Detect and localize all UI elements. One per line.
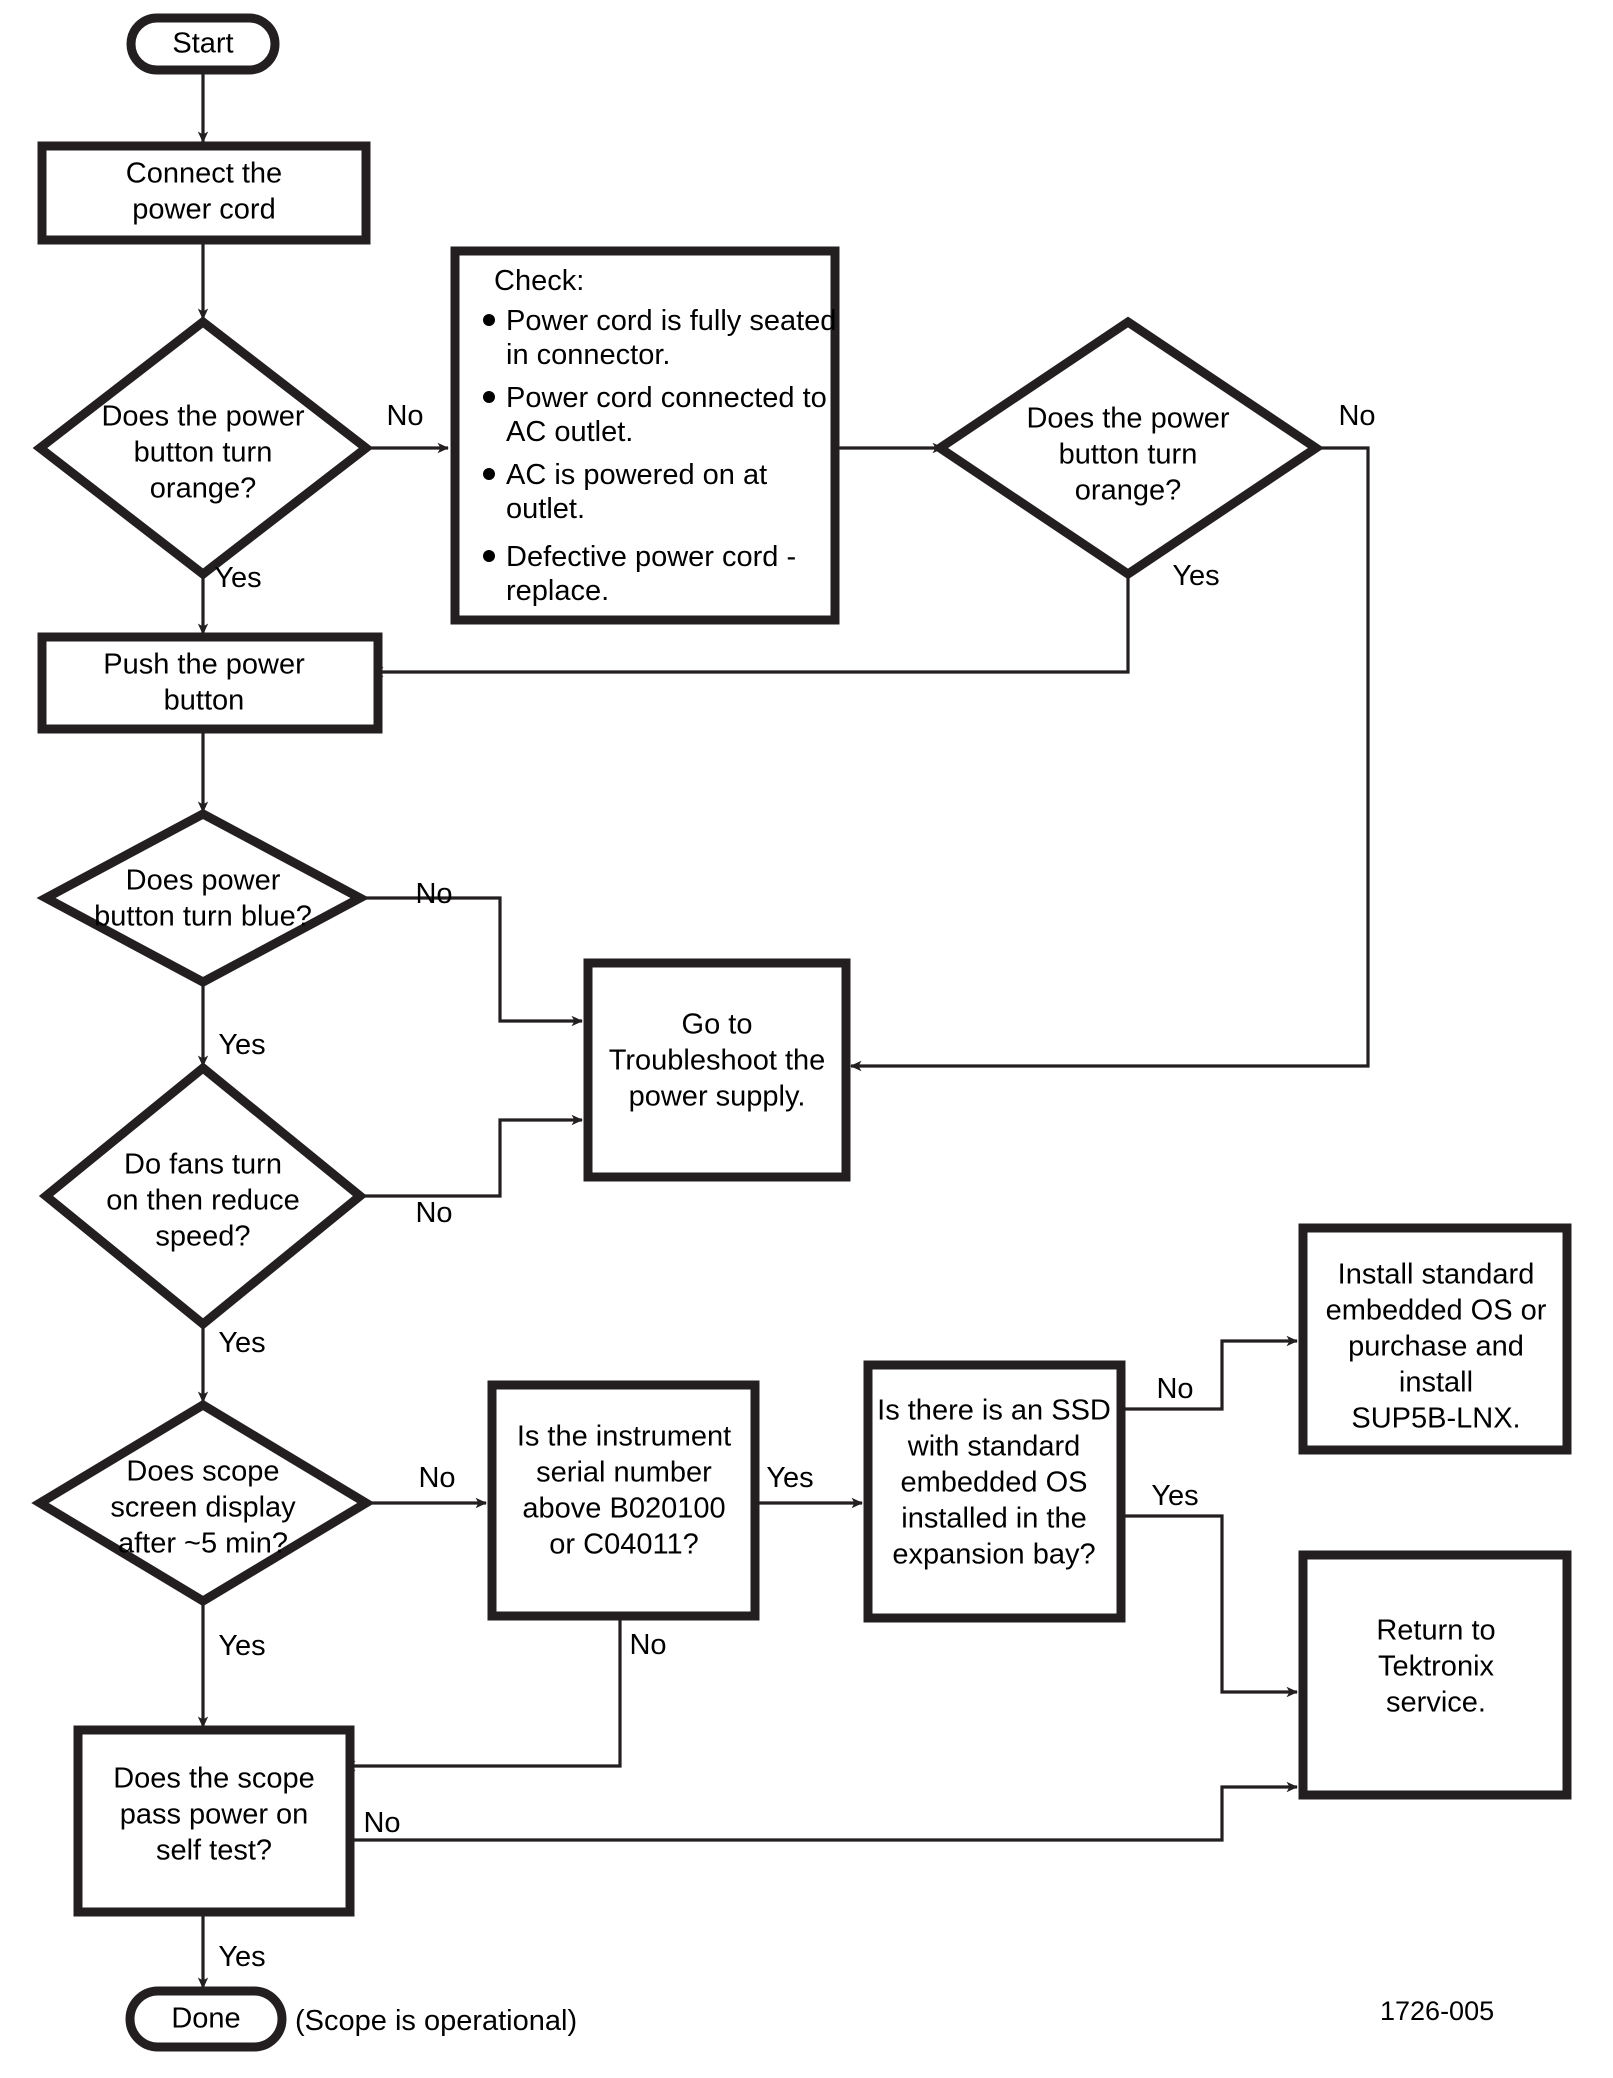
node-fans-line1: Do fans turn	[124, 1149, 282, 1181]
node-ssd-line1: Is there is an SSD	[877, 1395, 1111, 1427]
node-install-os-line3: purchase and	[1348, 1331, 1524, 1363]
edge-label-orange2-no: No	[1338, 400, 1375, 432]
edge-label-orange1-yes: Yes	[214, 562, 261, 594]
node-blue-line2: button turn blue?	[94, 901, 312, 933]
node-screen-line1: Does scope	[126, 1456, 279, 1488]
node-power-button-orange-1: Does the power button turn orange?	[32, 316, 374, 580]
check-bullet-1-line1: Power cord is fully seated	[506, 305, 836, 337]
edge-orange2-no-to-troubleshoot	[850, 446, 1370, 1072]
edge-label-blue-yes: Yes	[218, 1029, 265, 1061]
node-install-os-line1: Install standard	[1338, 1259, 1535, 1291]
edge-label-orange1-no: No	[386, 400, 423, 432]
node-install-os-line4: install	[1399, 1367, 1473, 1399]
node-ssd-line4: installed in the	[901, 1503, 1086, 1535]
bullet-icon	[483, 391, 495, 403]
edge-label-ssd-yes: Yes	[1151, 1480, 1198, 1512]
node-return-to-tektronix: Return to Tektronix service.	[1298, 1550, 1572, 1800]
node-troubleshoot-line1: Go to	[682, 1009, 753, 1041]
node-return-line3: service.	[1386, 1687, 1486, 1719]
node-fans-line2: on then reduce	[106, 1185, 299, 1217]
node-orange1-line1: Does the power	[101, 401, 304, 433]
node-push-power-button-line1: Push the power	[103, 649, 305, 681]
node-done-label: Done	[171, 2003, 240, 2035]
node-serial-line1: Is the instrument	[517, 1421, 731, 1453]
check-bullet-2-line2: AC outlet.	[506, 416, 633, 448]
document-number: 1726-005	[1380, 1996, 1494, 2026]
node-connect-power-cord-line2: power cord	[132, 194, 275, 226]
check-box-heading: Check:	[494, 265, 584, 297]
node-install-os-line2: embedded OS or	[1326, 1295, 1547, 1327]
node-orange2-line2: button turn	[1059, 439, 1198, 471]
node-power-button-blue: Does power button turn blue?	[36, 808, 370, 988]
node-selftest-line2: pass power on	[120, 1799, 309, 1831]
node-ssd-expansion-bay: Is there is an SSD with standard embedde…	[863, 1360, 1126, 1623]
check-bullet-4-line2: replace.	[506, 575, 609, 607]
edge-label-blue-no: No	[415, 878, 452, 910]
node-screen-line3: after ~5 min?	[118, 1528, 288, 1560]
node-done: Done	[125, 1986, 287, 2052]
edge-blue-no-to-troubleshoot	[356, 896, 583, 1027]
edge-label-selftest-yes: Yes	[218, 1941, 265, 1973]
node-start: Start	[126, 13, 280, 75]
edge-ssd-yes-to-return	[1123, 1514, 1298, 1698]
edge-label-ssd-no: No	[1156, 1373, 1193, 1405]
check-bullet-3-line1: AC is powered on at	[506, 459, 767, 491]
edge-label-screen-yes: Yes	[218, 1630, 265, 1662]
node-check-box: Check: Power cord is fully seated in con…	[450, 246, 840, 625]
edge-label-fans-no: No	[415, 1197, 452, 1229]
edge-label-screen-no: No	[418, 1462, 455, 1494]
node-orange2-line3: orange?	[1075, 475, 1181, 507]
node-start-label: Start	[172, 28, 233, 60]
edge-label-serial-no: No	[629, 1629, 666, 1661]
node-scope-screen-display: Does scope screen display after ~5 min?	[31, 1399, 375, 1607]
node-troubleshoot-line3: power supply.	[629, 1081, 806, 1113]
node-install-os-line5: SUP5B-LNX.	[1351, 1403, 1520, 1435]
check-bullet-2-line1: Power cord connected to	[506, 382, 827, 414]
node-fans-turn-on: Do fans turn on then reduce speed?	[38, 1062, 368, 1330]
check-bullet-1-line2: in connector.	[506, 339, 670, 371]
node-selftest-line3: self test?	[156, 1835, 272, 1867]
node-serial-line2: serial number	[536, 1457, 712, 1489]
edge-serial-no-to-selftest	[344, 1613, 622, 1772]
node-troubleshoot-power-supply: Go to Troubleshoot the power supply.	[583, 958, 851, 1182]
node-return-line2: Tektronix	[1378, 1651, 1495, 1683]
node-return-line1: Return to	[1376, 1615, 1495, 1647]
node-power-button-orange-2: Does the power button turn orange?	[931, 316, 1325, 580]
check-bullet-4-line1: Defective power cord -	[506, 541, 796, 573]
node-orange2-line1: Does the power	[1026, 403, 1229, 435]
edge-label-orange2-yes: Yes	[1172, 560, 1219, 592]
check-bullet-3-line2: outlet.	[506, 493, 585, 525]
node-serial-line3: above B020100	[522, 1493, 725, 1525]
node-orange1-line2: button turn	[134, 437, 273, 469]
edge-orange2-yes-to-push	[372, 578, 1130, 678]
node-troubleshoot-line2: Troubleshoot the	[609, 1045, 826, 1077]
edge-selftest-no-to-return	[345, 1781, 1298, 1842]
edge-ssd-no-to-install-os	[1123, 1335, 1298, 1411]
node-serial-line4: or C04011?	[549, 1529, 698, 1561]
node-push-power-button-line2: button	[164, 685, 245, 717]
edge-label-fans-yes: Yes	[218, 1327, 265, 1359]
bullet-icon	[483, 550, 495, 562]
node-connect-power-cord-line1: Connect the	[126, 158, 282, 190]
node-orange1-line3: orange?	[150, 473, 256, 505]
node-ssd-line3: embedded OS	[900, 1467, 1087, 1499]
edge-fans-no-to-troubleshoot	[356, 1114, 583, 1198]
node-blue-line1: Does power	[126, 865, 281, 897]
node-scope-self-test: Does the scope pass power on self test?	[73, 1725, 355, 1917]
node-ssd-line5: expansion bay?	[892, 1539, 1095, 1571]
node-serial-number: Is the instrument serial number above B0…	[487, 1380, 760, 1621]
node-push-power-button: Push the power button	[37, 632, 383, 734]
edge-label-selftest-no: No	[363, 1807, 400, 1839]
node-fans-line3: speed?	[155, 1221, 250, 1253]
done-caption: (Scope is operational)	[295, 2005, 577, 2037]
node-connect-power-cord: Connect the power cord	[37, 141, 371, 245]
node-screen-line2: screen display	[110, 1492, 296, 1524]
node-ssd-line2: with standard	[907, 1431, 1081, 1463]
bullet-icon	[483, 314, 495, 326]
edge-label-serial-yes: Yes	[766, 1462, 813, 1494]
node-selftest-line1: Does the scope	[113, 1763, 315, 1795]
bullet-icon	[483, 468, 495, 480]
node-install-standard-os: Install standard embedded OS or purchase…	[1298, 1223, 1572, 1455]
